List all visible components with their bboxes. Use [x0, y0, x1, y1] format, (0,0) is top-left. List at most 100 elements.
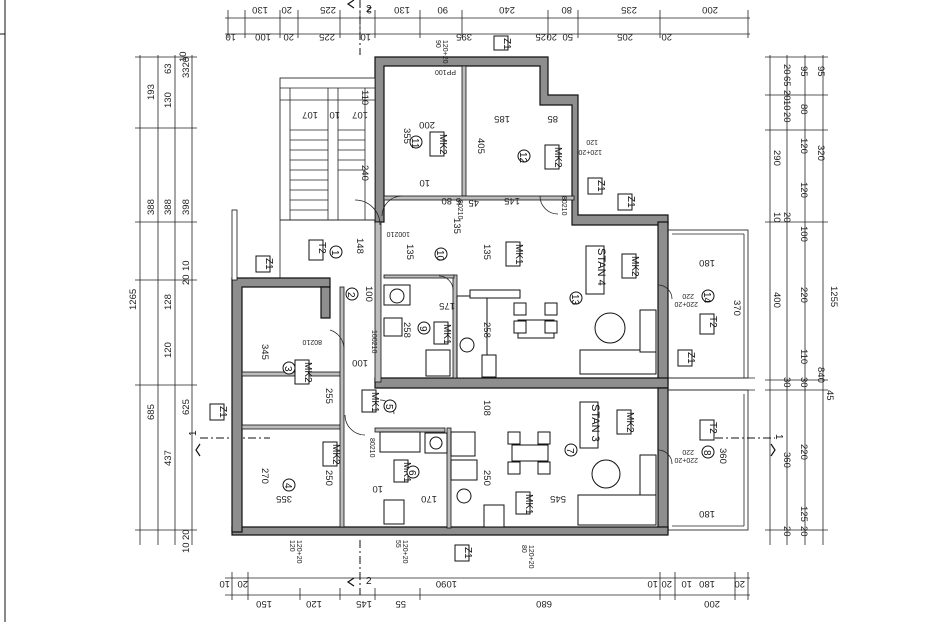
dim-text: 225 — [319, 31, 335, 42]
room-dim: 175 — [439, 300, 455, 311]
dim-text: 120 — [306, 598, 322, 609]
dim-text: 1090 — [436, 578, 457, 589]
dim-text: 10 — [181, 260, 192, 271]
dim-text: 400 — [771, 292, 782, 308]
room-number: 11 — [409, 138, 420, 149]
exterior-walls — [231, 56, 669, 536]
dim-text: 30 — [781, 377, 792, 388]
opening-label: 100210 — [370, 330, 377, 353]
room-dim: 108 — [481, 400, 492, 416]
mk-tag: MK1 — [523, 494, 534, 515]
balconies — [667, 229, 755, 531]
dim-text: 200 — [702, 4, 718, 15]
doors — [329, 195, 673, 465]
dim-text: 10 — [225, 31, 236, 42]
sink-icon — [389, 288, 405, 304]
room-number: 10 — [434, 250, 445, 262]
room-dim: 240 — [359, 165, 370, 181]
round-table-icon — [591, 459, 621, 489]
room-dim: 148 — [354, 238, 365, 254]
wall-tag: Z1 — [217, 406, 228, 418]
wall-type-tags: MK2 MK2 MK1 MK2 MK2 MK2 MK1 MK1 MK1 MK2 … — [294, 131, 640, 515]
dim-text: 625 — [181, 399, 192, 415]
dim-text: 120 — [798, 138, 809, 154]
opening-label: 220 — [682, 448, 694, 455]
wall-tag: Z1 — [462, 547, 473, 559]
round-table-icon — [594, 312, 626, 344]
shower-drain-icon — [459, 337, 475, 353]
dim-text: 50 — [562, 31, 573, 42]
dim-text: 1255 — [828, 286, 839, 307]
left-dimension-lines — [135, 55, 197, 545]
room-number: 13 — [569, 294, 580, 306]
bottom-dimension-lines — [225, 572, 750, 600]
dim-text: 55 — [395, 598, 406, 609]
opening-label: 80210 — [456, 200, 463, 220]
opening-label: 220+20 — [674, 300, 698, 307]
dim-text: 235 — [621, 4, 637, 15]
dim-text: 10 — [178, 51, 189, 62]
wall-tag: Z1 — [501, 38, 512, 50]
dim-text: 1265 — [128, 289, 139, 310]
dim-text: 685 — [146, 404, 157, 420]
dim-text: 388 — [146, 199, 157, 215]
opening-label: 120 — [288, 540, 295, 552]
dim-text: 20 — [181, 529, 192, 540]
dim-text: 20 — [781, 90, 792, 101]
room-number: 4 — [282, 483, 293, 489]
opening-label: 120+20 — [295, 540, 302, 564]
floor-tag: T2 — [707, 316, 718, 328]
room-number: 7 — [564, 448, 575, 454]
room-dim: 85 — [547, 113, 558, 124]
floor-tags: T2 T2 T2 — [308, 239, 718, 441]
room-number: 6 — [406, 470, 417, 476]
shower-drain-icon — [456, 488, 472, 504]
room-number: 5 — [383, 404, 394, 410]
dim-text: 20 — [237, 578, 248, 589]
dim-text: 20 — [281, 4, 292, 15]
opening-label: 80210 — [302, 338, 322, 345]
opening-label: 100210 — [387, 230, 410, 237]
room-number: 12 — [517, 152, 528, 164]
room-dim: 100 — [352, 357, 368, 368]
dim-text: 10 — [647, 578, 658, 589]
room-dim: 45 — [468, 197, 479, 208]
opening-label: 90 — [434, 40, 441, 48]
dim-text: 30 — [798, 377, 809, 388]
dim-text: 150 — [256, 598, 272, 609]
section-mark: 1 — [773, 434, 784, 440]
dim-text: 20 — [781, 526, 792, 537]
furniture — [379, 284, 657, 528]
mk-tag: MK2 — [302, 362, 313, 383]
dim-text: 63 — [163, 63, 174, 74]
dim-text: 10 — [771, 212, 782, 223]
dim-text: 130 — [394, 4, 410, 15]
dim-text: 100 — [255, 31, 271, 42]
room-dim: 180 — [699, 257, 715, 268]
room-dim: 107 — [352, 109, 368, 120]
room-dim: 255 — [323, 388, 334, 404]
dim-text: 20 — [781, 64, 792, 75]
wall-tag: Z1 — [685, 352, 696, 364]
room-dim: 110 — [359, 90, 370, 105]
room-number: 2 — [345, 292, 356, 298]
section-mark: 2 — [366, 576, 372, 587]
room-dim: 250 — [323, 470, 334, 486]
room-dim: 545 — [550, 493, 566, 504]
dim-text: 395 — [456, 31, 472, 42]
room-dim: 5 — [456, 195, 461, 206]
dim-text: 100 — [798, 226, 809, 242]
dim-text: 320 — [815, 145, 826, 161]
opening-label: 55 — [394, 540, 401, 548]
room-dim: 107 — [302, 109, 318, 120]
dim-text: 120 — [163, 342, 174, 358]
opening-label: 80210 — [560, 196, 567, 216]
dim-text: 95 — [798, 66, 809, 77]
room-number: 8 — [701, 450, 712, 456]
room-dim: 355 — [401, 128, 412, 144]
dim-text: 80 — [798, 104, 809, 115]
room-dim: 180 — [699, 508, 715, 519]
room-dim: 100 — [363, 286, 374, 302]
dim-text: 3320 — [181, 57, 192, 78]
dim-text: 128 — [163, 294, 174, 310]
